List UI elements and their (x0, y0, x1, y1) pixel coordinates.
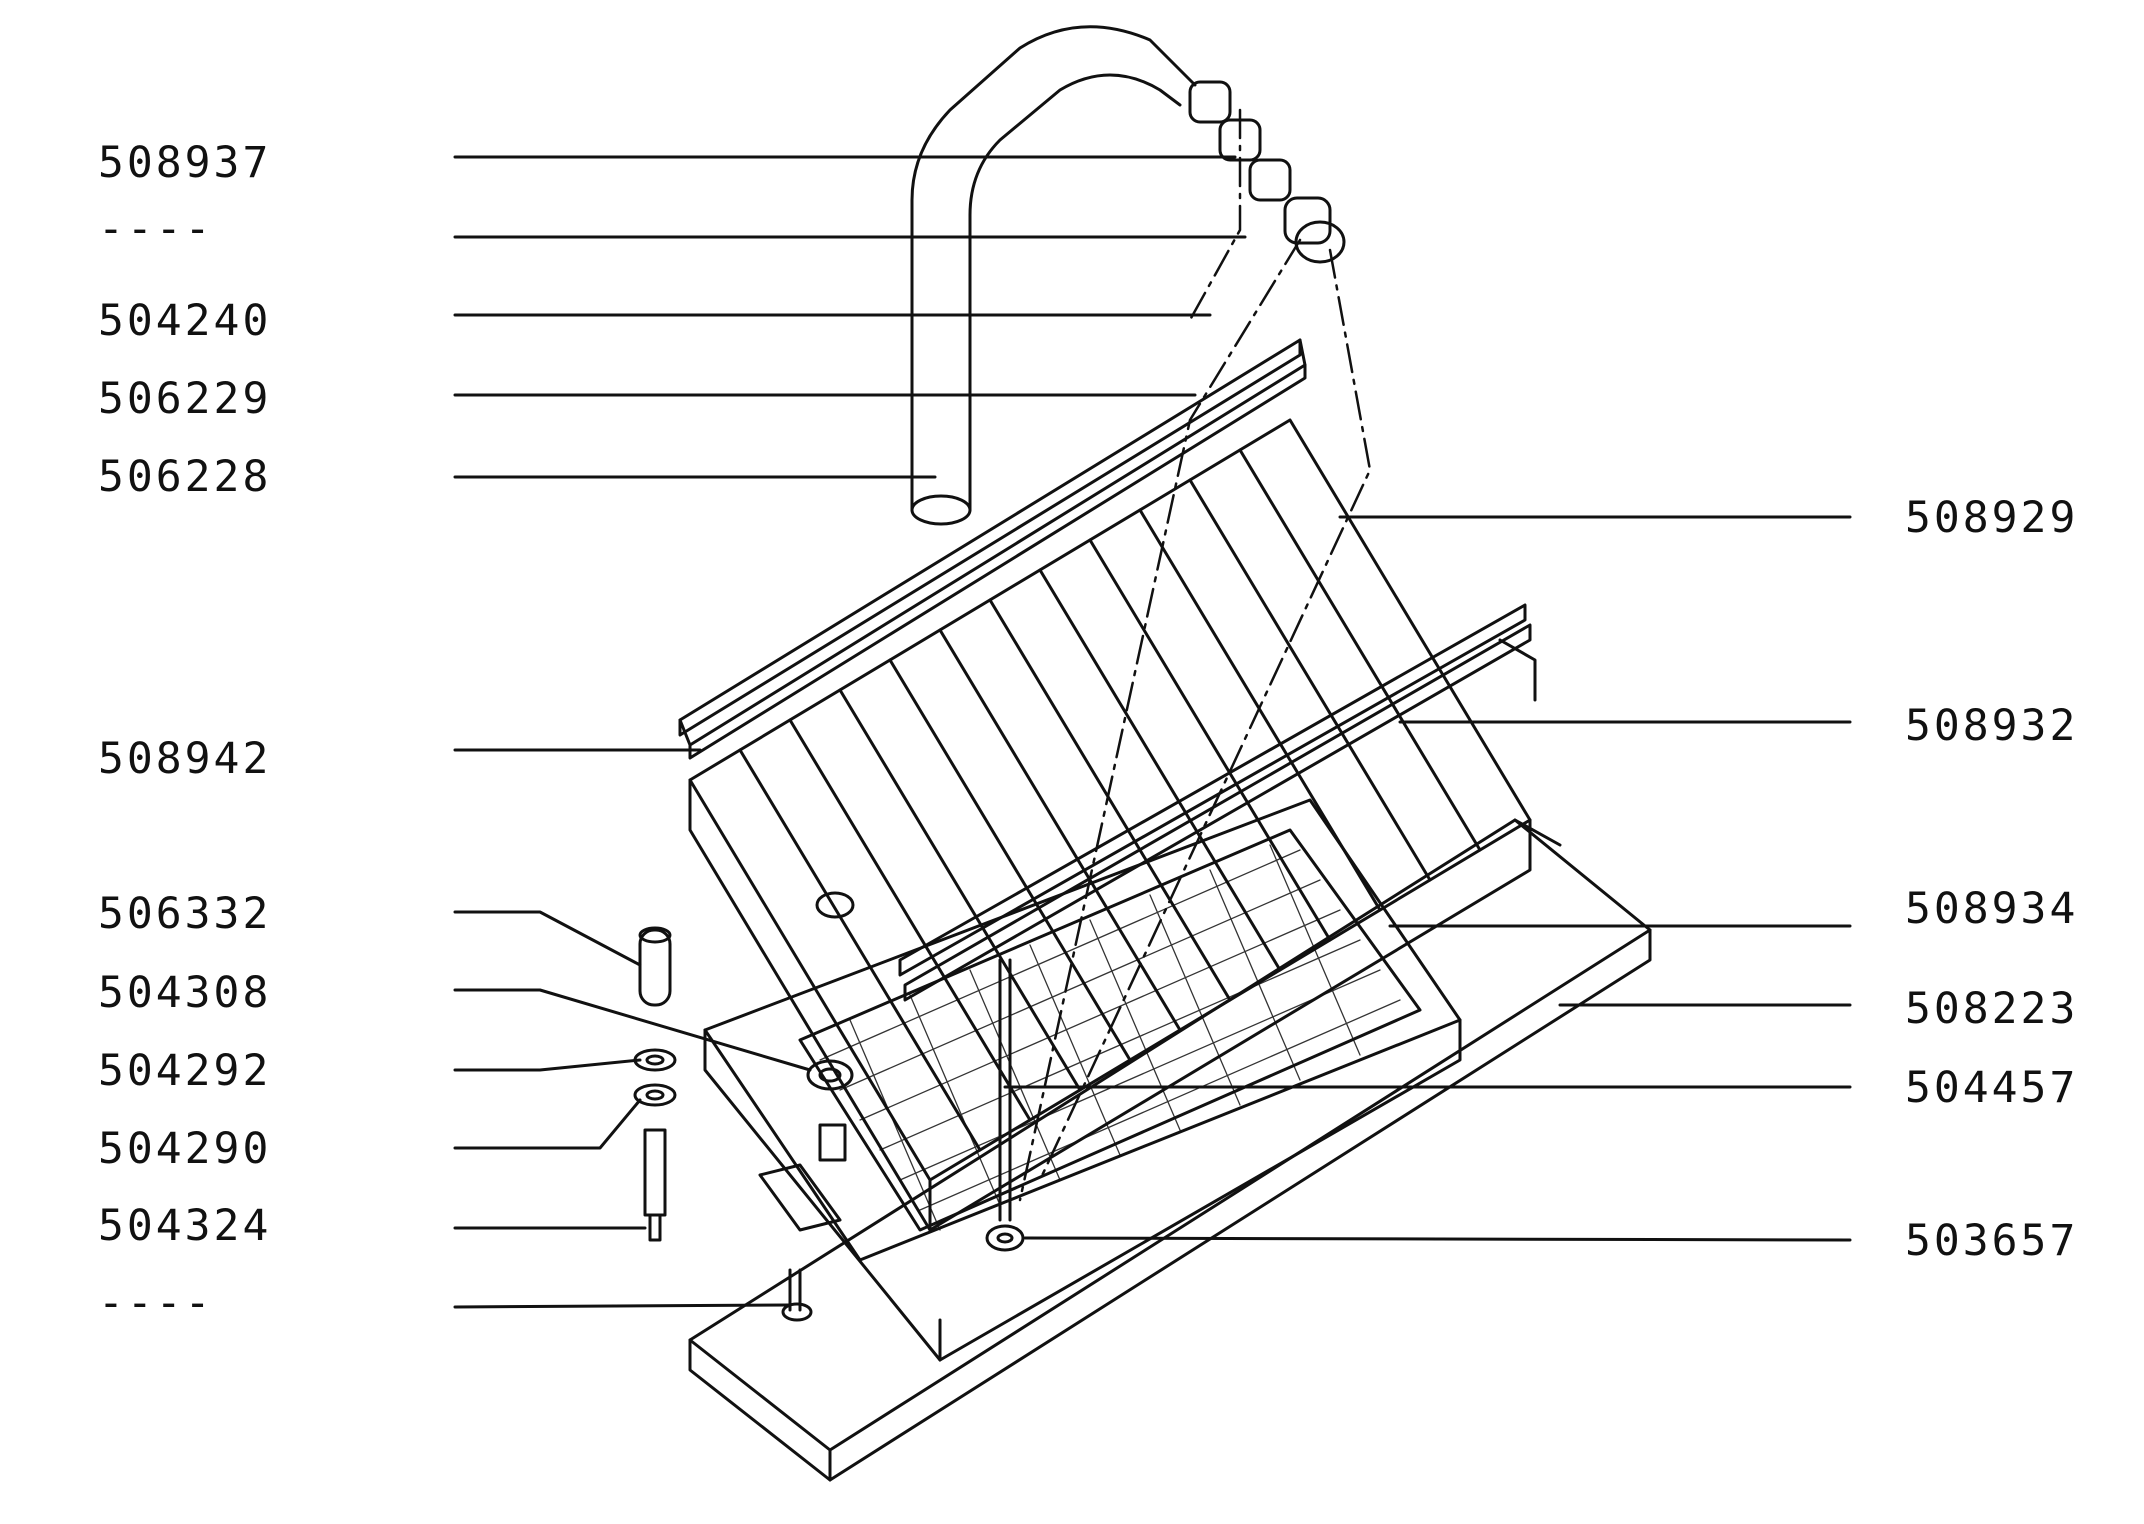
part-label-unnumbered-bottom: ---- (98, 1278, 214, 1328)
corrugated-plate-drawing (688, 418, 1532, 1232)
part-label-508929: 508929 (1905, 493, 2079, 543)
part-label-504324: 504324 (98, 1201, 272, 1251)
part-label-508934: 508934 (1905, 884, 2079, 934)
bent-tube-drawing (910, 25, 1346, 526)
part-label-503657: 503657 (1905, 1216, 2079, 1266)
part-label-506228: 506228 (98, 452, 272, 502)
part-label-504292: 504292 (98, 1046, 272, 1096)
part-label-508942: 508942 (98, 734, 272, 784)
part-label-504290: 504290 (98, 1124, 272, 1174)
top-rail-drawing (678, 338, 1307, 760)
leader-lines (453, 155, 1852, 1309)
mesh-tray-drawing (703, 798, 1462, 1362)
part-label-504457: 504457 (1905, 1063, 2079, 1113)
part-label-506229: 506229 (98, 374, 272, 424)
part-label-unnumbered-top: ---- (98, 204, 214, 254)
part-label-508932: 508932 (1905, 701, 2079, 751)
part-label-506332: 506332 (98, 889, 272, 939)
bottom-rail-drawing (898, 603, 1537, 1002)
base-channel-drawing (688, 818, 1652, 1482)
small-parts-drawing (633, 926, 1025, 1322)
part-label-504240: 504240 (98, 296, 272, 346)
part-label-508223: 508223 (1905, 984, 2079, 1034)
part-label-508937: 508937 (98, 138, 272, 188)
part-label-504308: 504308 (98, 968, 272, 1018)
